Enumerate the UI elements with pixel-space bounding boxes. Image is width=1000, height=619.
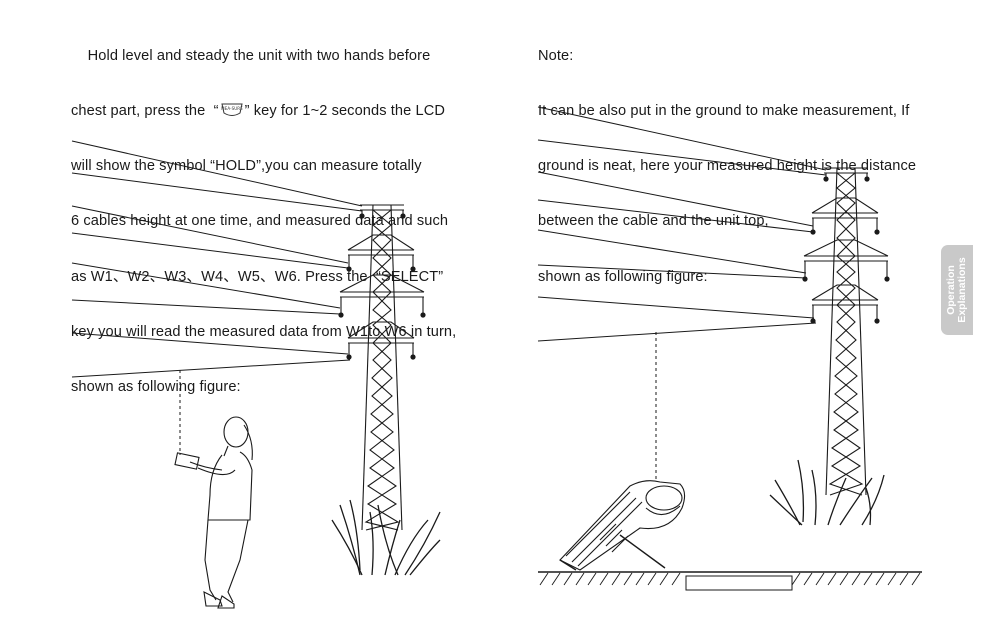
right-tower [803, 167, 889, 496]
left-line-2b: ” key for 1~2 seconds the LCD [244, 103, 446, 120]
left-instructions: Hold level and steady the unit with two … [71, 10, 456, 415]
left-line-3: will show the symbol “HOLD”,you can meas… [71, 158, 422, 175]
right-line-1: Note: [538, 47, 574, 64]
left-line-7: shown as following figure: [71, 379, 241, 396]
right-line-4: between the cable and the unit top, [538, 213, 769, 230]
section-tab-line2: Explanations [956, 257, 968, 323]
left-line-1: Hold level and steady the unit with two … [71, 47, 431, 64]
right-cables [537, 106, 827, 342]
measuring-device [559, 480, 686, 571]
section-tab[interactable]: Operation Explanations [941, 245, 973, 335]
right-illustration [537, 106, 922, 591]
right-line-2: It can be also put in the ground to make… [538, 103, 910, 120]
ground-surface [538, 571, 922, 591]
left-line-2a: chest part, press the “ [71, 103, 219, 120]
left-line-5: as W1、W2、W3、W4、W5、W6. Press the “SELECT” [71, 268, 444, 285]
section-tab-label: Operation Explanations [945, 245, 968, 335]
left-tower [339, 204, 425, 531]
left-line-2: chest part, press the “MEA-SURE” key for… [71, 102, 456, 120]
right-grass [769, 459, 885, 526]
left-grass [331, 499, 441, 576]
left-cables [71, 140, 363, 378]
person-operator [174, 416, 253, 609]
measure-key-icon: MEA-SURE [221, 103, 243, 117]
measure-key-label: MEA-SURE [221, 106, 243, 111]
